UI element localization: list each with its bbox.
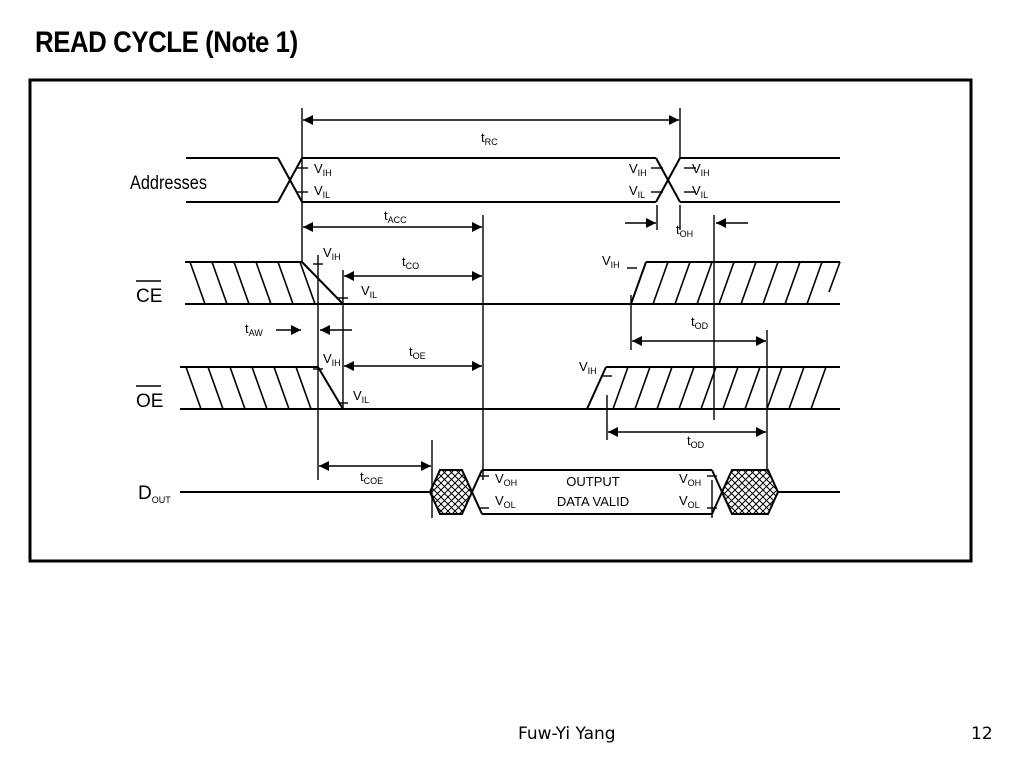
oe-waveform	[180, 366, 840, 410]
addresses-waveform	[186, 157, 840, 203]
footer-author: Fuw-Yi Yang	[518, 724, 616, 744]
dout-voh-label-2: VOH	[679, 471, 701, 488]
ce-vih-label-2: VIH	[602, 253, 620, 270]
addr-vil-label-2: VIL	[629, 183, 645, 200]
tod-ce-label: tOD	[691, 314, 709, 331]
addr-vih-label: VIH	[314, 161, 332, 178]
tod-oe-label: tOD	[687, 433, 705, 450]
tcoe-label: tCOE	[360, 469, 383, 486]
diagram-frame	[28, 78, 973, 563]
signal-addresses: Addresses	[130, 173, 207, 194]
oe-vih-label-2: VIH	[579, 359, 597, 376]
output-label-line2: DATA VALID	[557, 494, 629, 509]
addr-vih-label-3: VIH	[692, 161, 710, 178]
addr-vih-label-2: VIH	[629, 161, 647, 178]
page-number: 12	[971, 724, 993, 744]
addr-vil-label-3: VIL	[692, 183, 708, 200]
taw-label: tAW	[245, 321, 263, 338]
tacc-label: tACC	[384, 208, 407, 225]
ce-waveform	[185, 261, 841, 305]
signal-dout: DOUT	[138, 483, 171, 505]
slide-title: READ CYCLE (Note 1)	[35, 26, 298, 59]
signal-ce: CE	[136, 286, 162, 307]
dout-vol-label: VOL	[495, 493, 516, 510]
reference-lines	[301, 108, 768, 518]
trc-label: tRC	[481, 130, 498, 147]
tco-label: tCO	[402, 254, 419, 271]
ce-vil-label: VIL	[361, 283, 377, 300]
toe-label: tOE	[409, 344, 426, 361]
output-label-line1: OUTPUT	[566, 474, 620, 489]
ce-vih-label: VIH	[323, 245, 341, 262]
signal-oe: OE	[136, 391, 163, 412]
dout-waveform	[180, 469, 840, 515]
dout-voh-label: VOH	[495, 471, 517, 488]
oe-vil-label: VIL	[353, 388, 369, 405]
oe-vih-label: VIH	[323, 351, 341, 368]
addr-vil-label: VIL	[314, 183, 330, 200]
toh-label: tOH	[676, 222, 693, 239]
dout-vol-label-2: VOL	[679, 493, 700, 510]
